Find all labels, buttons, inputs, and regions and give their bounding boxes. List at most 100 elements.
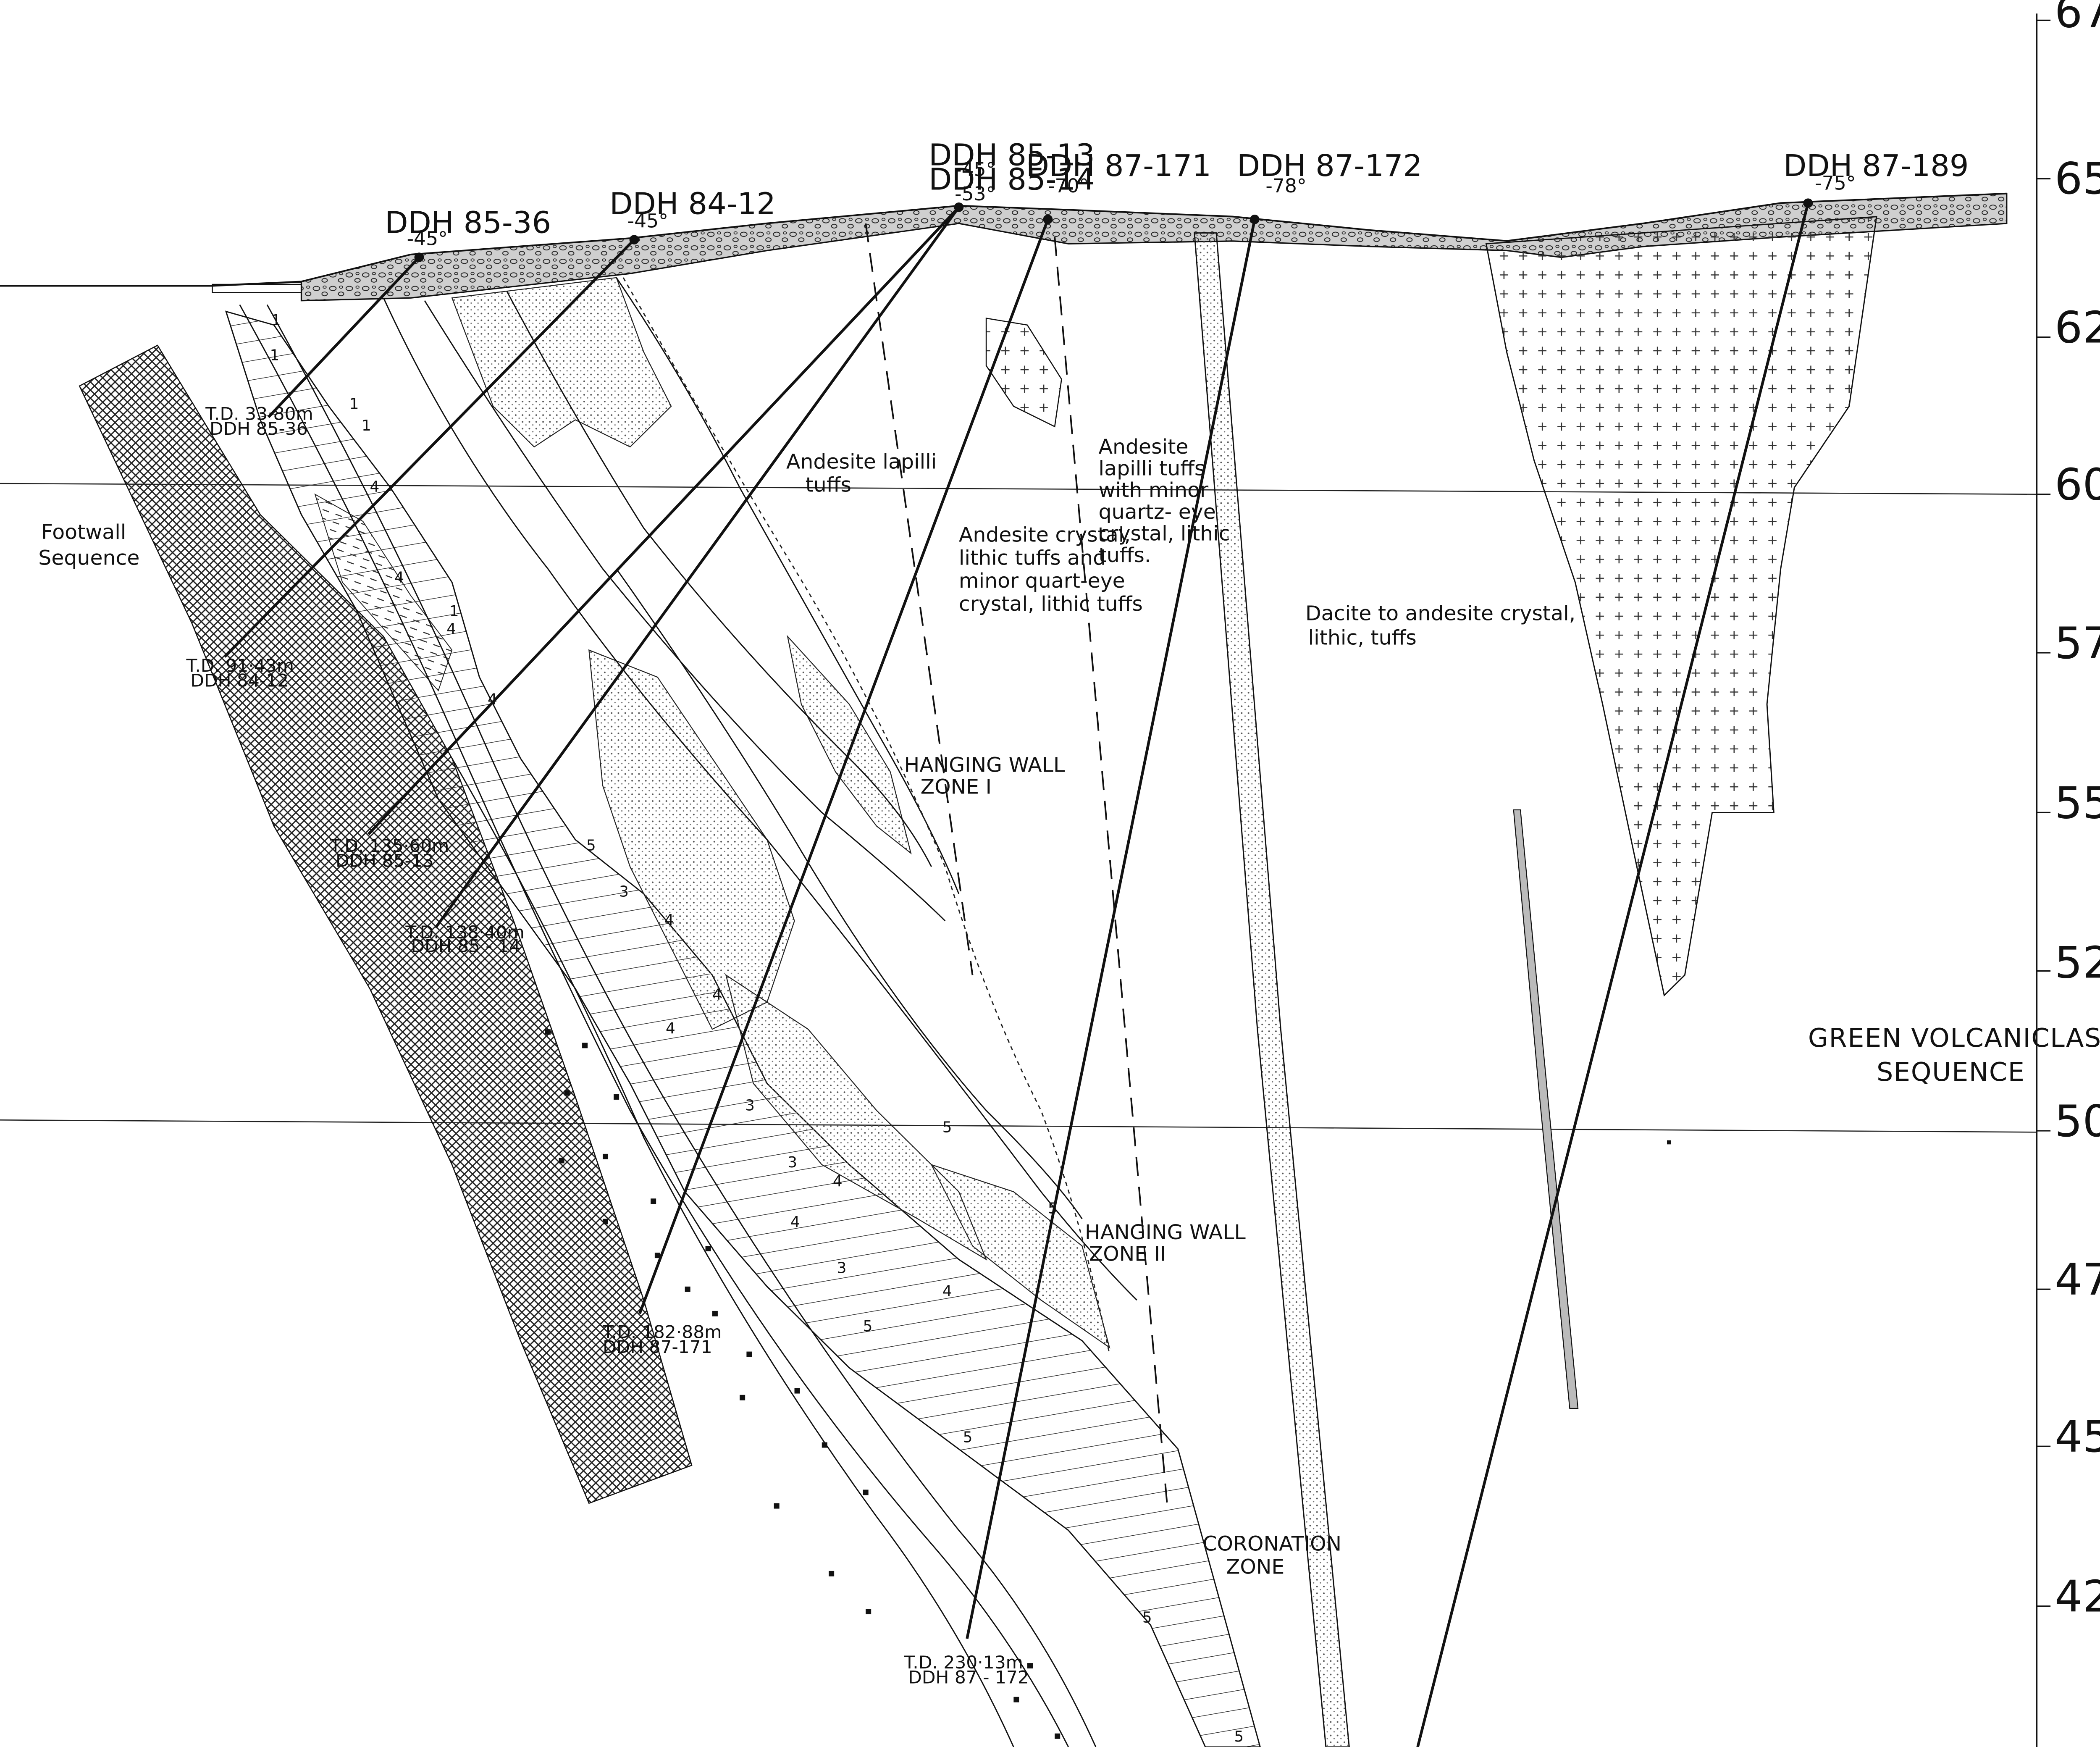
felsic-lens-small [985,318,1062,428]
drill-hole-label: DDH 87-189 [1783,149,1969,184]
td-value-label: T.D. 91·43m [186,655,294,676]
td-value-label: T.D. 182·88m [602,1322,722,1342]
green-volcaniclastic-label: SEQUENCE [1877,1057,2025,1087]
dacite-label: Dacite to andesite crystal, [1305,602,1575,625]
bed-numbers: 1 1 1 1 1 4 4 4 4 4 4 4 4 4 4 3 3 3 3 5 … [270,312,1244,1745]
collar-marker [1250,215,1260,224]
bed-number: 3 [745,1097,755,1114]
drill-trace-87-189 [1416,202,1810,1747]
stipple-lens-hw1 [787,635,912,855]
bed-number: 4 [488,691,497,708]
drill-hole-dip: -45° [627,210,668,232]
dacite-label: lithic, tuffs [1308,626,1417,650]
overburden-layer [300,193,2008,302]
drill-trace-84-12 [223,239,635,658]
coronation-zone-label: ZONE [1226,1555,1284,1579]
elevation-tick-label: 625 [2055,303,2100,353]
hanging-wall-zone-1-label: HANGING WALL [904,754,1065,777]
elevation-tick-label: 525 [2055,938,2100,988]
dyke-east-thin [1513,809,1579,1409]
bed-number: 5 [1048,1200,1058,1217]
bed-number: 4 [942,1283,952,1300]
td-value-label: T.D. 230·13m [903,1652,1023,1673]
andesite-lapilli-minor-label: quartz- eye [1099,500,1216,524]
felsic-body-east [1485,216,1877,997]
drill-hole-dip: -45° [407,228,448,250]
fault-lines [865,223,1168,1503]
coronation-zone-label: CORONATION [1202,1532,1341,1556]
andesite-lapilli-minor-label: with minor [1099,478,1209,502]
td-hole-label: DDH 85-36 [210,418,308,439]
collar-marker [1803,198,1813,208]
gridline-500 [0,1119,2037,1133]
hanging-wall-zone-2-label: ZONE II [1089,1243,1166,1266]
elevation-tick-label: 575 [2055,618,2100,668]
andesite-lapilli-minor-label: lapilli tuffs [1099,457,1205,481]
footwall-hatched-unit [79,344,693,1504]
bed-number: 3 [788,1154,797,1171]
andesite-lapilli-minor-label: Andesite [1099,435,1189,459]
bed-number: 5 [863,1318,873,1335]
collar-marker [414,252,424,262]
elevation-tick-label: 500 [2055,1097,2100,1147]
td-hole-label: DDH 84-12 [190,670,289,691]
bed-number: 4 [790,1214,800,1231]
bed-number: 4 [833,1173,843,1190]
bed-number: 5 [1234,1728,1244,1745]
zone-labels: HANGING WALL ZONE I HANGING WALL ZONE II… [904,754,1341,1579]
bed-number: 4 [370,478,380,496]
bed-number: 4 [712,986,722,1004]
drill-trace-85-13 [367,206,960,835]
andesite-crystal-label: crystal, lithic tuffs [959,592,1143,616]
td-hole-label: DDH 85 - 14 [411,936,520,956]
drill-hole-dip: -75° [1815,172,1856,194]
td-value-label: T.D. 138·40m [405,922,525,943]
elevation-tick-label: 425 [2055,1572,2100,1622]
andesite-lapilli-minor-label: tuffs. [1099,544,1151,567]
drill-hole-label: DDH 87-172 [1237,149,1422,184]
drill-hole-label: DDH 85-36 [385,205,551,240]
bed-number: 5 [963,1429,973,1446]
unit-labels: Footwall Sequence Andesite lapilli tuffs… [38,435,2100,1087]
bed-number: 1 [449,603,459,620]
collar-marker [954,202,964,212]
andesite-lapilli-minor-label: crystal, lithic [1099,522,1230,546]
elevation-axis: 675 650 625 600 575 550 525 500 475 450 … [2036,0,2100,1747]
bed-number: 1 [349,396,359,413]
bed-number: 1 [362,417,371,434]
drill-trace-87-172 [966,219,1256,1639]
bed-number: 5 [942,1119,952,1136]
td-value-label: T.D. 33·80m [205,404,313,424]
green-volcaniclastic-label: GREEN VOLCANICLASTIC [1808,1023,2100,1053]
hanging-wall-zone-1-label: ZONE I [921,775,992,799]
drill-hole-label: DDH 85-13 [929,138,1095,173]
bed-number: 3 [837,1260,847,1277]
dotted-unit [545,1029,1671,1739]
td-hole-label: DDH 87 - 172 [908,1667,1029,1688]
elevation-tick-label: 600 [2055,460,2100,510]
andesite-lapilli-label: Andesite lapilli [786,450,937,474]
elevation-tick-label: 475 [2055,1255,2100,1305]
drill-hole-label: DDH 85-14 [929,162,1095,197]
bed-number: 5 [586,837,596,854]
andesite-crystal-label: Andesite crystal, [959,523,1131,547]
elevation-tick-label: 675 [2055,0,2100,37]
stipple-lens-lower [725,974,987,1261]
td-hole-label: DDH 85-13 [336,851,434,871]
unit-4-striped-band [225,310,1261,1747]
drill-hole-dip: -53° [955,183,995,205]
drill-trace-85-36 [267,256,420,418]
footwall-label: Sequence [38,546,139,570]
bed-number: 4 [394,569,404,586]
elevation-tick-label: 550 [2055,778,2100,828]
collar-labels: DDH 85-36 -45° DDH 84-12 -45° DDH 85-13 … [385,138,1969,250]
hanging-wall-zone-2-label: HANGING WALL [1085,1221,1246,1244]
collar-marker [1043,215,1053,224]
footwall-label: Footwall [41,520,126,544]
drill-trace-85-14 [434,206,960,929]
andesite-crystal-label: minor quart-eye [959,569,1125,593]
bed-number: 4 [664,912,674,929]
drill-trace-87-171 [638,219,1049,1314]
dyke-central [1194,232,1350,1747]
